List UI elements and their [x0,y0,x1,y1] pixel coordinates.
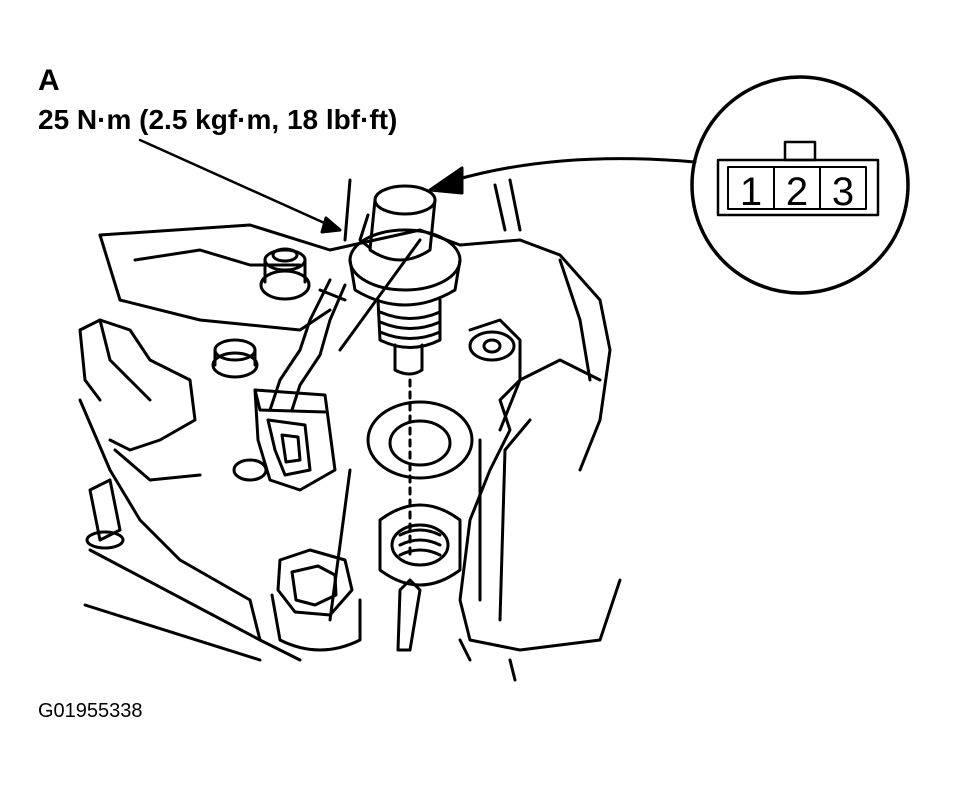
callout-leader [138,138,342,232]
connector-pin-2: 2 [785,170,809,214]
torque-spec: 25 N·m (2.5 kgf·m, 18 lbf·ft) [38,104,398,135]
valve-cover [458,258,622,682]
detail-arrow [453,157,697,182]
engine-housing [78,178,612,662]
threaded-port [378,503,462,587]
figure-id: G01955338 [38,700,143,722]
connector-pin-1: 1 [739,170,763,214]
callout-letter: A [38,64,60,97]
bolt-bottom [270,548,422,652]
connector-detail-circle [690,75,910,295]
stud-left [211,338,259,379]
lifting-eye [468,330,516,362]
stud-bottom-left [85,458,268,550]
sensor-switch [348,184,462,376]
connector-pin-3: 3 [831,170,855,214]
sealing-washer [366,400,474,480]
harness-connector [253,388,337,492]
cylinder-part-left [78,318,202,482]
bolt-top-left [259,247,311,301]
